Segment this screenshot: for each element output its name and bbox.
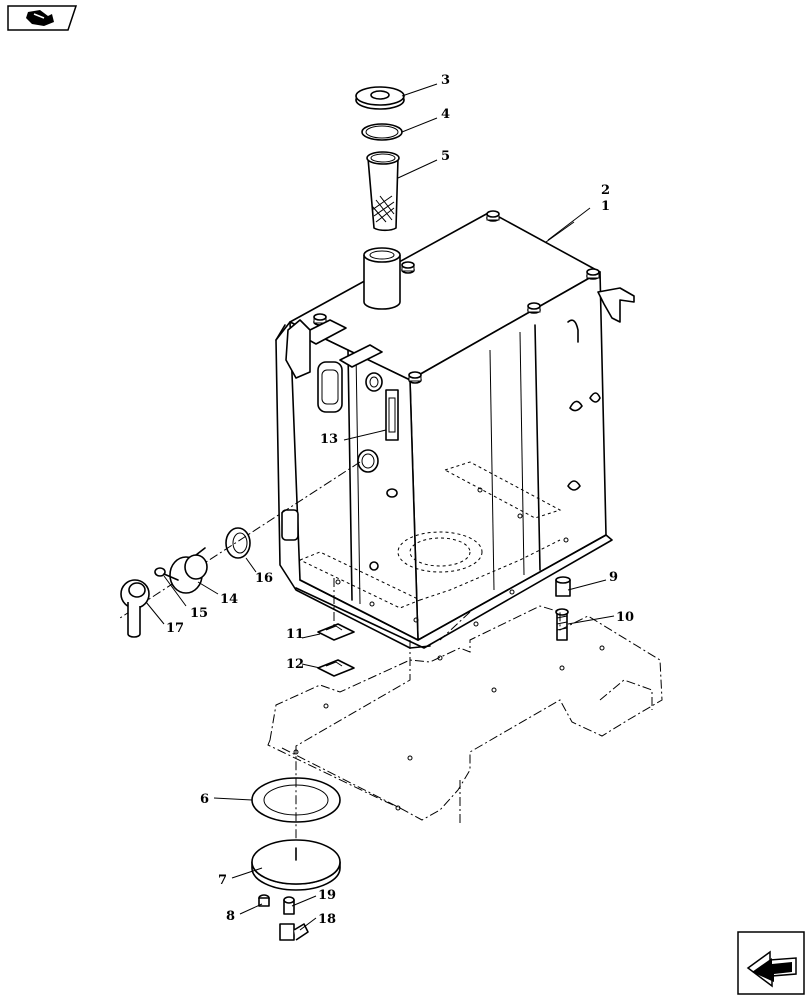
assembly-centerline [439,611,471,641]
callout-3: 3 [441,73,450,88]
callout-6: 6 [200,792,209,807]
callout-16: 16 [255,571,273,586]
elbow-18 [279,923,309,941]
bolt-15 [154,567,179,581]
callout-11: 11 [286,627,304,642]
callout-leaders [145,83,615,931]
breather-17 [120,579,150,638]
flange-14 [169,547,208,594]
gasket-16 [225,527,251,559]
shim-12 [317,659,355,677]
shim-11 [317,623,355,641]
top-bolt [408,371,422,384]
callout-8: 8 [226,909,235,924]
callout-5: 5 [441,149,450,164]
callout-1: 1 [601,199,610,214]
callout-14: 14 [220,592,238,607]
callout-18: 18 [318,912,336,927]
callout-10: 10 [616,610,634,625]
filler-cap [355,86,405,110]
cover-plate-7 [251,839,341,891]
callout-12: 12 [286,657,304,672]
fitting-19 [283,896,295,915]
callout-19: 19 [318,888,336,903]
assembly-centerline [119,461,361,619]
callout-7: 7 [218,873,227,888]
hydraulic-tank [275,210,635,649]
callout-2: 2 [601,183,610,198]
callout-9: 9 [609,570,618,585]
bolt-8 [258,894,270,907]
bolt-10 [555,608,569,641]
callout-13: 13 [320,432,338,447]
callout-labels: 3 4 5 2 1 13 9 10 16 14 15 17 11 12 6 7 … [166,73,634,927]
top-bolt [486,210,500,222]
base-frame-phantom [267,605,663,824]
callout-4: 4 [441,107,450,122]
top-bolt [401,261,415,274]
spacer-9 [555,576,571,597]
callout-17: 17 [166,621,184,636]
o-ring [361,123,403,141]
callout-15: 15 [190,606,208,621]
strainer [366,151,400,232]
assembly-centerline [295,640,411,840]
top-bolt [586,268,600,280]
top-bolt [527,302,541,314]
view-toggle-icon[interactable] [7,5,78,31]
next-page-arrow-icon[interactable] [737,931,805,995]
